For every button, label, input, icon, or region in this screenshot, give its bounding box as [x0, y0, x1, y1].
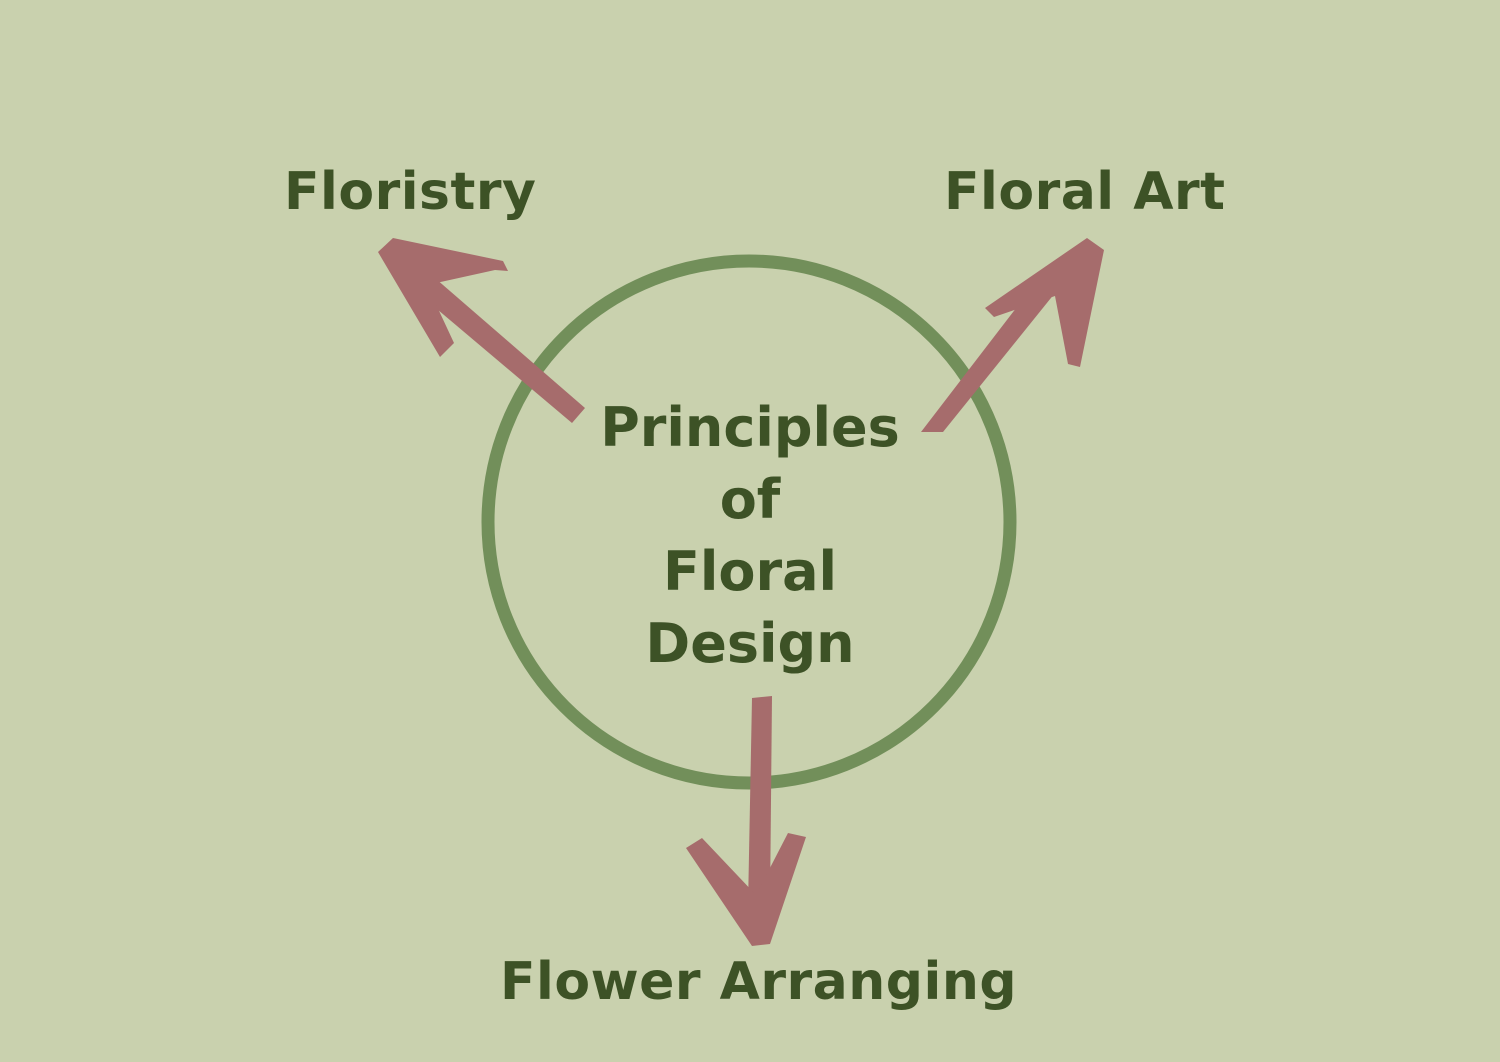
arrow-shaft-floristry [412, 272, 585, 423]
center-title: Principles of Floral Design [560, 392, 940, 680]
center-title-line-1: Principles [600, 396, 900, 459]
arrowhead-floristry [378, 238, 508, 357]
label-floral-art: Floral Art [944, 162, 1226, 222]
arrow-to-flower-arranging [686, 696, 806, 946]
center-title-line-2: of [719, 468, 781, 531]
label-flower-arranging: Flower Arranging [500, 952, 1018, 1012]
center-circle [481, 254, 1017, 790]
arrow-to-floral-art [921, 238, 1104, 432]
center-title-line-4: Design [645, 612, 855, 675]
arrowhead-flower-arranging [686, 833, 806, 946]
arrow-shaft-flower-arranging [748, 696, 772, 907]
label-floristry: Floristry [284, 162, 537, 222]
arrow-shaft-floral-art [921, 269, 1063, 432]
arrowhead-floral-art [985, 238, 1104, 367]
arrow-to-floristry [378, 238, 585, 423]
center-title-line-3: Floral [662, 540, 838, 603]
